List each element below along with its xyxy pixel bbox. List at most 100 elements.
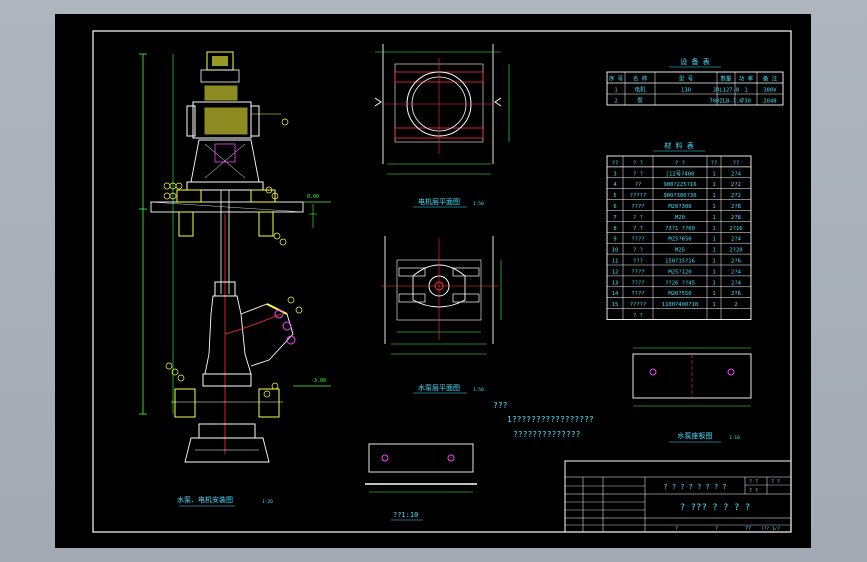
table-cell: 2?4 <box>731 280 742 286</box>
table-cell: ? ? <box>633 313 643 319</box>
pump-motor-elevation: 0.00 -3.00 水泵、电机安装图 1:20 <box>139 51 331 507</box>
table-cell: ???? <box>631 204 644 210</box>
table-cell: 1 <box>712 171 715 177</box>
table-cell: 2?6 <box>731 259 741 265</box>
caption-pump-floor: 水泵层平面图 <box>418 383 460 392</box>
title-label-right3: ? ? <box>771 479 780 485</box>
sheet-border <box>92 30 792 533</box>
table-header-cell: 名 称 <box>633 75 648 83</box>
drawing-sheet: 0.00 -3.00 水泵、电机安装图 1:20 电机层平面图 1:50 <box>92 30 792 533</box>
table-cell: 2?2 <box>731 182 741 188</box>
table-header-cell: 功 率 <box>739 75 754 83</box>
table-cell: 2048 <box>763 99 776 105</box>
table-cell: 130 <box>681 88 691 94</box>
table-header-cell: ?? <box>711 160 718 166</box>
table-cell: ????? <box>630 193 647 199</box>
table-cell: 7 <box>613 215 616 221</box>
equipment-table-title: 设 备 表 <box>680 57 709 66</box>
table-cell: 2?20 <box>729 248 742 254</box>
table-header-cell: 型 号 <box>679 75 694 83</box>
table-cell: M20?550 <box>668 291 691 297</box>
table-cell: ????? <box>630 302 647 308</box>
table-cell: M25?120 <box>668 269 691 275</box>
table-cell: [12号?400 <box>666 170 695 177</box>
motor-floor-plan: 电机层平面图 1:50 <box>374 44 510 208</box>
caption-motor-floor-scale: 1:50 <box>473 201 484 207</box>
table-cell: 1 <box>712 302 715 308</box>
table-cell: 2?6 <box>731 291 741 297</box>
table-cell: 1 <box>712 204 715 210</box>
table-cell: 730 <box>741 99 751 105</box>
table-cell: JRL127-8 <box>713 88 740 94</box>
table-cell: ???? <box>631 269 644 275</box>
caption-main: 水泵、电机安装图 <box>177 495 233 504</box>
title-drawing-title: ? ??? ? ? ? ? <box>680 503 750 513</box>
table-cell: ? ? <box>633 215 643 221</box>
table-cell: 2 <box>614 99 617 105</box>
caption-motor-floor: 电机层平面图 <box>418 197 460 206</box>
table-cell: 1 <box>712 259 715 265</box>
table-cell: 1 <box>712 226 715 232</box>
table-cell: ???? <box>631 291 644 297</box>
table-cell: 14 <box>612 291 619 297</box>
table-cell: 2 <box>734 302 737 308</box>
drawing-canvas[interactable]: 0.00 -3.00 水泵、电机安装图 1:20 电机层平面图 1:50 <box>55 14 811 548</box>
table-cell: 15 <box>612 302 619 308</box>
table-cell: M25 <box>675 248 685 254</box>
table-cell: 2?8 <box>731 215 741 221</box>
table-header-cell: 序 号 <box>609 75 624 83</box>
table-cell: 5 <box>613 193 616 199</box>
table-cell: 2?4 <box>731 269 742 275</box>
table-cell: 8 <box>613 226 616 232</box>
table-cell: ? ? <box>633 226 643 232</box>
table-cell: M20?300 <box>668 204 691 210</box>
table-cell: 3 <box>613 171 616 177</box>
table-cell: ?? <box>635 182 642 188</box>
table-cell: ? ? <box>633 171 643 177</box>
title-label-right1: ? ? <box>749 479 758 485</box>
title-sheet: ??? 1/? <box>761 526 780 532</box>
table-cell: 13 <box>612 280 619 286</box>
material-table-title: 材 料 表 <box>664 141 693 150</box>
notes-line3: ?????????????? <box>513 430 581 439</box>
table-cell: 2?2 <box>731 193 741 199</box>
title-block: ? ? ? ? ? ? ? ? ? ??? ? ? ? ? ? ? ? ? ? … <box>564 460 792 533</box>
table-cell: ?3?1 ??60 <box>665 226 695 232</box>
caption-pump-base-scale: 1:10 <box>729 435 740 441</box>
plate-section: ??1:10 <box>365 443 477 521</box>
notes-line2: 1????????????????? <box>507 415 594 424</box>
table-cell: 1 <box>712 280 715 286</box>
table-cell: 12 <box>612 269 619 275</box>
level-lower: -3.00 <box>311 378 326 384</box>
table-cell: ??26 ??45 <box>665 280 695 286</box>
table-header-cell: ?? <box>612 160 619 166</box>
table-header-cell: ? ? <box>633 160 643 166</box>
table-cell: 1 <box>744 88 747 94</box>
table-cell: 1 <box>712 215 715 221</box>
caption-pump-floor-scale: 1:50 <box>473 387 484 393</box>
table-header-cell: ? ? <box>675 160 685 166</box>
table-cell: ??? <box>633 259 643 265</box>
table-cell: 电机 <box>634 86 646 94</box>
caption-main-scale: 1:20 <box>262 499 273 505</box>
notes: ??? 1????????????????? ?????????????? <box>493 401 594 439</box>
table-cell: 1100?400?10 <box>662 302 698 308</box>
table-cell: 1 <box>712 269 715 275</box>
table-cell: ???? <box>631 237 644 243</box>
table-header-cell: 备 注 <box>763 75 778 83</box>
table-cell: 700ZLB-7.6 <box>709 99 742 105</box>
table-cell: 6 <box>613 204 616 210</box>
title-name-row: ? ? ? ? ? ? ? ? <box>663 483 726 491</box>
title-bottom-3: ?? <box>745 526 751 532</box>
table-header-cell: 数量 <box>720 75 732 83</box>
table-cell: 10 <box>612 248 619 254</box>
table-cell: 1 <box>712 182 715 188</box>
table-header-cell: ?? <box>733 160 740 166</box>
table-cell: 2?8 <box>731 204 741 210</box>
caption-section: ??1:10 <box>393 511 418 519</box>
title-label-right2: ? ? <box>749 488 758 494</box>
notes-line1: ??? <box>493 401 508 410</box>
